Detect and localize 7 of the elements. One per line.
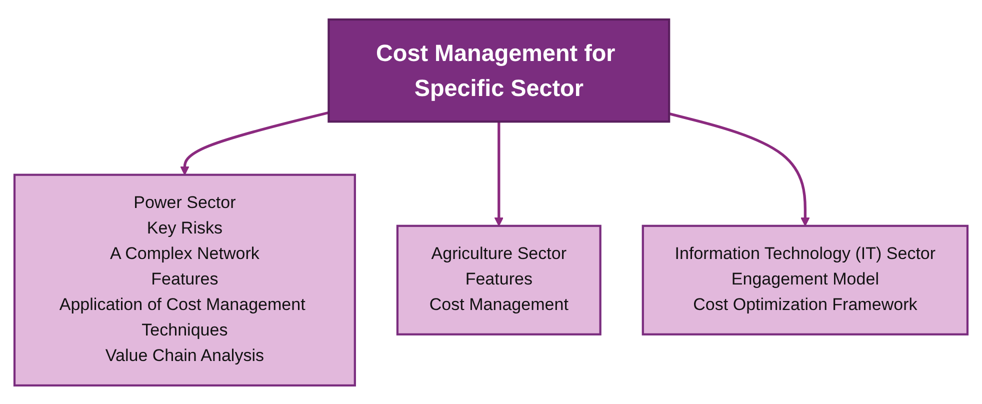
arrow — [668, 112, 810, 226]
arrow — [180, 110, 330, 175]
node-box: Cost Management for Specific Sector — [328, 18, 670, 122]
arrow — [494, 121, 504, 226]
node-box: Agriculture Sector Features Cost Management — [396, 224, 602, 335]
node-box: Power Sector Key Risks A Complex Network Features Application of Cost Management Techniques Value Chain Analysis — [13, 173, 356, 386]
node-box: Information Technology (IT) Sector Engagement Model Cost Optimization Framework — [642, 224, 969, 335]
